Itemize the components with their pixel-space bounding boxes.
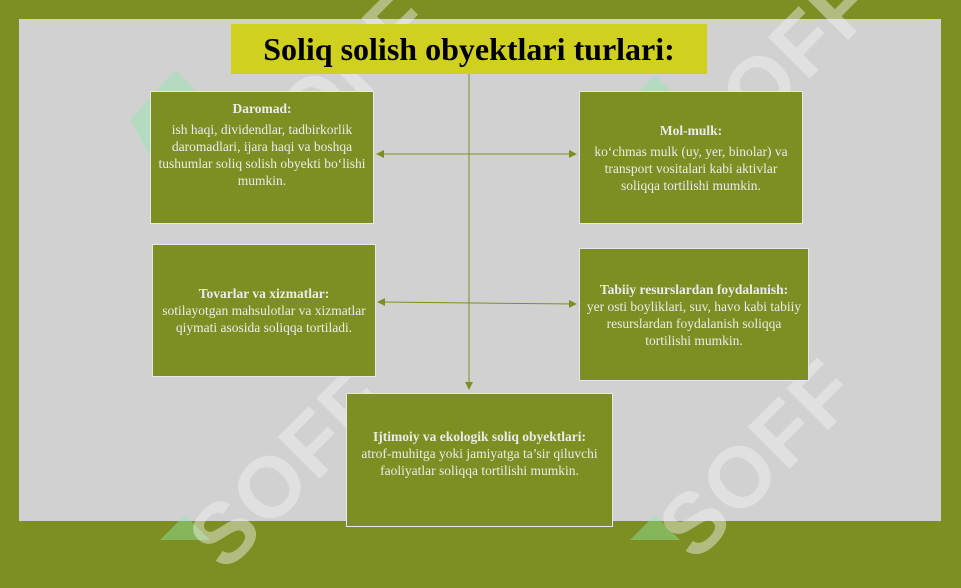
box-mol-mulk: Mol-mulk: ko‘chmas mulk (uy, yer, binola… <box>579 91 803 224</box>
box-body: ish haqi, dividendlar, tadbirkorlik daro… <box>158 122 366 188</box>
page-title: Soliq solish obyektlari turlari: <box>231 24 707 74</box>
box-body: yer osti boyliklari, suv, havo kabi tabi… <box>586 298 802 348</box>
box-body: sotilayotgan mahsulotlar va xizmatlar qi… <box>162 303 366 335</box>
connector-lines <box>376 74 577 390</box>
box-ijtimoiy: Ijtimoiy va ekologik soliq obyektlari: a… <box>346 393 613 527</box>
box-heading: Tabiiy resurslardan foydalanish: <box>599 281 789 297</box>
box-daromad: Daromad: ish haqi, dividendlar, tadbirko… <box>150 91 374 224</box>
box-heading: Tovarlar va xizmatlar: <box>198 286 330 301</box>
box-tabiiy: Tabiiy resurslardan foydalanish: yer ost… <box>579 248 809 381</box>
box-heading: Mol-mulk: <box>659 122 723 138</box>
box-heading: Daromad: <box>232 101 292 116</box>
box-tovarlar: Tovarlar va xizmatlar: sotilayotgan mahs… <box>152 244 376 377</box>
box-body: atrof-muhitga yoki jamiyatga ta’sir qilu… <box>361 446 598 478</box>
box-heading: Ijtimoiy va ekologik soliq obyektlari: <box>372 429 586 444</box>
box-body: ko‘chmas mulk (uy, yer, binolar) va tran… <box>594 143 788 193</box>
